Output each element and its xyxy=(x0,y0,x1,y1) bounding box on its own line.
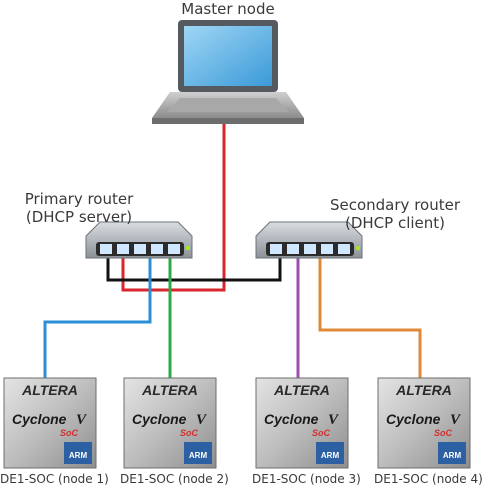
node-2-label: DE1-SOC (node 2) xyxy=(120,472,229,486)
node-4-cable xyxy=(318,258,422,378)
node-1-label: DE1-SOC (node 1) xyxy=(0,472,109,486)
chip-family: Cyclone xyxy=(12,411,67,427)
chip-node-3: ALTERA Cyclone V SoC ARM xyxy=(255,377,349,469)
chip-arm: ARM xyxy=(69,451,88,460)
chip-arm: ARM xyxy=(189,451,208,460)
chip-node-2: ALTERA Cyclone V SoC ARM xyxy=(123,377,217,469)
chip-arm: ARM xyxy=(443,451,462,460)
chip-brand: ALTERA xyxy=(141,382,198,398)
primary-router-label-line2: (DHCP server) xyxy=(25,208,133,226)
chip-family: Cyclone xyxy=(386,411,441,427)
secondary-router-label-line1: Secondary router xyxy=(329,196,460,214)
primary-router-icon xyxy=(85,221,193,259)
chip-version: V xyxy=(76,412,88,428)
secondary-router-label-line2: (DHCP client) xyxy=(344,214,446,232)
secondary-router-icon xyxy=(255,221,363,259)
chip-arm: ARM xyxy=(321,451,340,460)
cables xyxy=(43,120,422,378)
node-3-label: DE1-SOC (node 3) xyxy=(252,472,361,486)
chip-brand: ALTERA xyxy=(21,382,78,398)
chip-version: V xyxy=(328,412,340,428)
chip-brand: ALTERA xyxy=(395,382,452,398)
chip-node-4: ALTERA Cyclone V SoC ARM xyxy=(377,377,471,469)
node-1-cable xyxy=(43,258,152,378)
master-node-label: Master node xyxy=(181,0,275,18)
chip-soc: SoC xyxy=(60,428,79,438)
router-link-cable xyxy=(106,258,282,282)
chip-version: V xyxy=(450,412,462,428)
chip-soc: SoC xyxy=(312,428,331,438)
chip-brand: ALTERA xyxy=(273,382,330,398)
primary-router-label-line1: Primary router xyxy=(24,190,134,208)
chip-family: Cyclone xyxy=(264,411,319,427)
node-4-label: DE1-SOC (node 4) xyxy=(374,472,483,486)
master-cable xyxy=(121,120,226,292)
chip-version: V xyxy=(196,412,208,428)
master-laptop-icon xyxy=(152,20,304,124)
chip-family: Cyclone xyxy=(132,411,187,427)
chip-node-1: ALTERA Cyclone V SoC ARM xyxy=(3,377,97,469)
chip-soc: SoC xyxy=(180,428,199,438)
chip-soc: SoC xyxy=(434,428,453,438)
